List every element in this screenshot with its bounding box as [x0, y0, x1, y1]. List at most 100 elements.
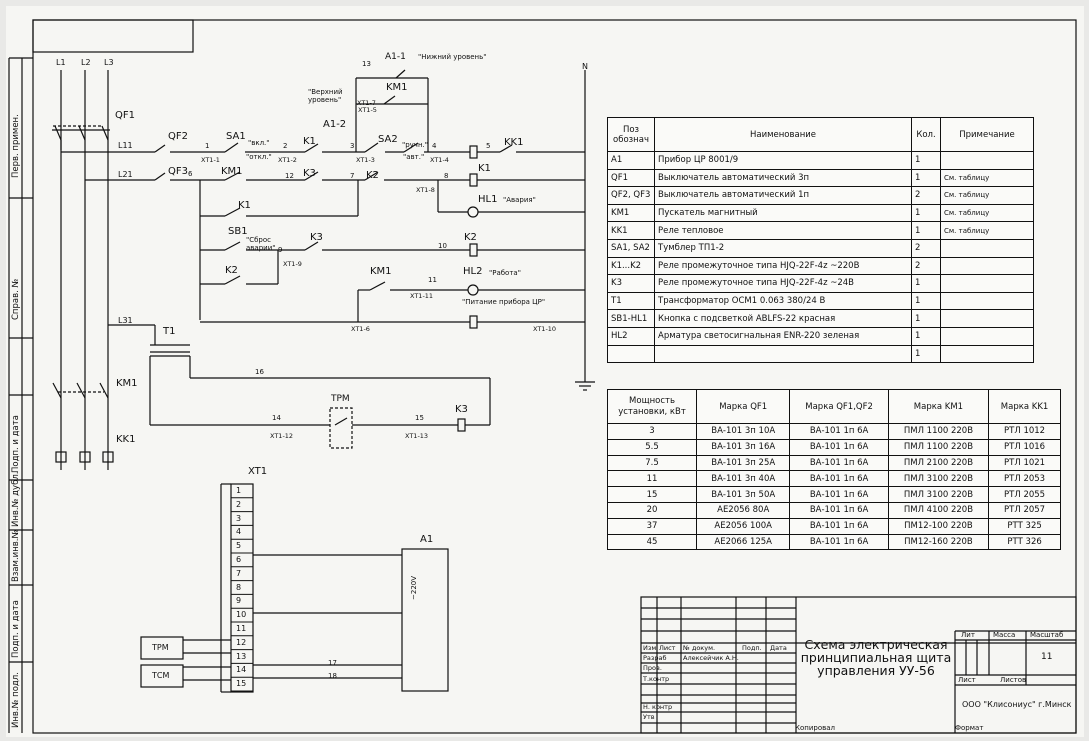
sa2-man-label: "ручн."	[402, 141, 428, 149]
qf3-label: QF3	[168, 166, 188, 177]
k1-coil-label: K1	[478, 163, 491, 174]
v220-label: ~220V	[410, 575, 418, 600]
cell-qf1: ВА-101 3п 25А	[695, 454, 791, 472]
cell-note	[940, 344, 1034, 364]
k3-coil-label: K3	[455, 404, 468, 415]
lit-label: Лит	[961, 631, 975, 639]
tsm-box-label: ТСМ	[152, 671, 170, 680]
cell-name: Прибор ЦР 8001/9	[654, 151, 912, 170]
header-qty: Кол.	[911, 117, 941, 152]
terminal-label: XT1-11	[410, 292, 434, 300]
l21-label: L21	[118, 170, 133, 179]
cell-qf1-qf2: ВА-101 1п 6А	[789, 438, 889, 456]
cell-kk1: РТЛ 2055	[988, 486, 1061, 503]
terminal-label: XT1-6	[351, 325, 370, 333]
cell-qf1-qf2: ВА-101 1п 6А	[789, 454, 889, 472]
upper-level-label: "Верхний уровень"	[308, 88, 343, 104]
a1-1-label: A1-1	[385, 52, 406, 62]
cell-kk1: РТЛ 1021	[988, 454, 1061, 472]
header-qf1-qf2: Марка QF1,QF2	[789, 389, 889, 424]
components-table: Поз обознач Наименование Кол. Примечание…	[607, 117, 1034, 364]
k2-coil-label: K2	[464, 232, 477, 243]
stamp-sprav: Справ. №	[11, 278, 21, 320]
stamp-podp-data-1: Подп. и дата	[11, 415, 21, 473]
cell-name: Выключатель автоматический 3п	[654, 168, 912, 188]
terminal-label: XT1-10	[533, 325, 557, 333]
cell-qty: 1	[911, 151, 941, 170]
trm-box-label: ТРМ	[152, 643, 169, 652]
cell-qty: 2	[911, 238, 941, 258]
cell-qty: 1	[911, 326, 941, 346]
power-text: "Питание прибора ЦР"	[462, 298, 546, 306]
terminal-number: 7	[236, 568, 242, 578]
cell-km1: ПМЛ 2100 220В	[887, 454, 990, 472]
sb1-label: SB1	[228, 226, 248, 237]
massa-label: Масса	[993, 631, 1016, 639]
wire-node-label: 8	[444, 172, 449, 180]
sheet-number: 11	[1041, 652, 1053, 662]
hl2-text: "Работа"	[489, 269, 521, 277]
cell-name: Реле промежуточное типа HJQ-22F-4z ~24В	[654, 274, 912, 293]
wire-node-label: 14	[272, 414, 281, 422]
header-km1: Марка KM1	[887, 389, 990, 424]
col-podp: Подп.	[742, 644, 762, 652]
k3-contact-label: K3	[303, 168, 316, 179]
wire-node-label: 12	[285, 172, 294, 180]
sa1-label: SA1	[226, 131, 246, 142]
hl2-label: HL2	[463, 266, 483, 277]
header-qf1: Марка QF1	[695, 389, 791, 424]
terminal-number: 12	[236, 637, 247, 647]
cell-qf1-qf2: ВА-101 1п 6А	[789, 423, 889, 440]
cell-km1: ПМ12-100 220В	[887, 517, 990, 535]
cell-name: Реле тепловое	[654, 221, 912, 240]
terminal-number: 9	[236, 596, 242, 606]
phase-label-l1: L1	[56, 58, 66, 67]
masshtab-label: Масштаб	[1030, 631, 1064, 639]
utv-label: Утв	[643, 713, 655, 721]
terminal-label: XT1-4	[430, 156, 449, 164]
cell-kk1: РТТ 326	[988, 533, 1061, 551]
cell-note: См. таблицу	[940, 186, 1034, 205]
terminal-number: 4	[236, 527, 242, 537]
cell-qf1: ВА-101 3п 40А	[695, 470, 791, 488]
cell-pos: HL2	[607, 326, 655, 346]
k1-contact-label: K1	[303, 136, 316, 147]
terminal-label: XT1-3	[356, 156, 375, 164]
tkontr-label: Т.контр	[643, 675, 670, 683]
format-label: Формат	[955, 724, 984, 732]
cell-pos: T1	[607, 291, 655, 311]
nkontr-label: Н. контр	[643, 703, 673, 711]
header-name: Наименование	[654, 117, 912, 152]
cell-pos: QF1	[607, 168, 655, 188]
hl1-label: HL1	[478, 194, 498, 205]
cell-pos: KM1	[607, 203, 655, 223]
cell-pos: SA1, SA2	[607, 238, 655, 258]
header-note: Примечание	[940, 117, 1034, 152]
listov-label: Листов	[1000, 676, 1027, 684]
razrab-name: Алексейчик А.Н.	[683, 654, 739, 662]
cell-qf1: АЕ2056 100А	[695, 517, 791, 535]
cell-km1: ПМЛ 1100 220В	[887, 438, 990, 456]
cell-power: 15	[607, 486, 697, 503]
wire-node-label: 3	[350, 142, 355, 150]
cell-pos: SB1-HL1	[607, 309, 655, 328]
cell-km1: ПМЛ 3100 220В	[887, 486, 990, 503]
t1-label: T1	[163, 326, 176, 337]
cell-note	[940, 291, 1034, 311]
cell-note	[940, 309, 1034, 328]
terminal-number: 11	[236, 624, 247, 633]
cell-qty: 1	[911, 274, 941, 293]
cell-qty: 1	[911, 168, 941, 188]
terminal-label: XT1-12	[270, 432, 294, 440]
l31-label: L31	[118, 316, 133, 325]
